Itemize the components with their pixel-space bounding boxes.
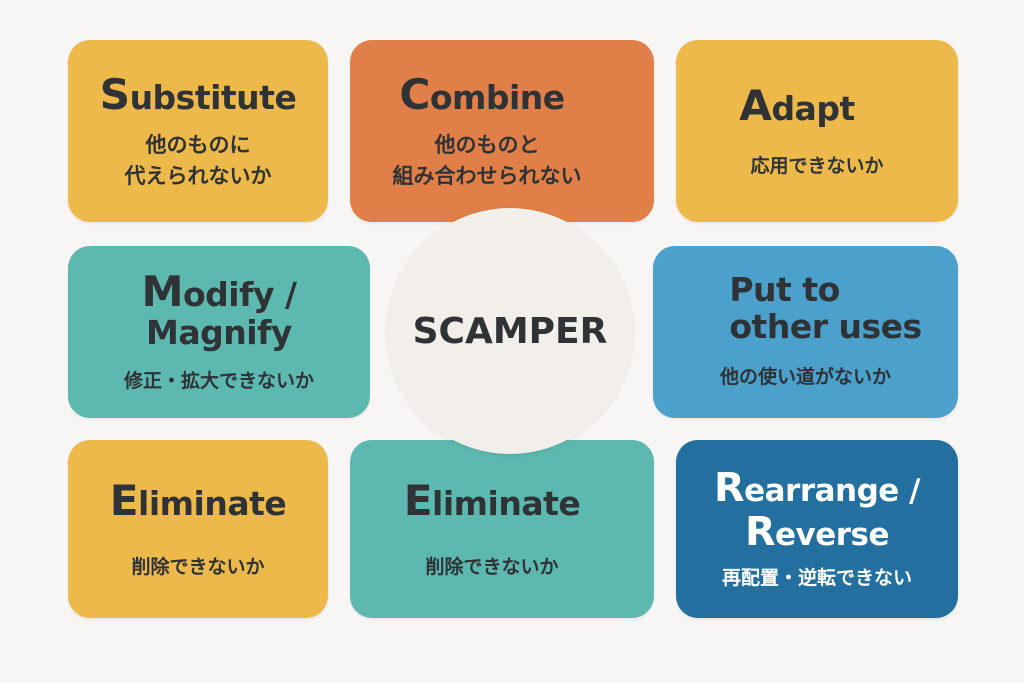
card-eliminate-2-title-rest: liminate [432,483,581,523]
card-reverse-initial: R [744,509,776,556]
card-rearrange-description: 再配置・逆転できない [721,566,912,589]
card-rearrange-title: Rearrange / Reverse [714,466,920,555]
center-label: SCAMPER [412,310,608,352]
card-modify-title-rest: odify / [183,275,297,315]
card-put-description: 他の使い道がないか [719,366,891,389]
card-eliminate-teal: Eliminate 削除できないか [350,440,654,618]
card-modify-title: Modify / Magnify [141,267,297,353]
card-substitute-title-rest: ubstitute [129,77,297,117]
card-modify-title-line1: Modify / [141,267,297,317]
card-substitute-initial: S [99,69,130,119]
center-circle: SCAMPER [387,208,633,454]
card-adapt-description: 応用できないか [750,154,884,177]
card-combine-description: 他のものと 組み合わせられない [392,133,582,188]
card-modify-initial: M [141,267,183,317]
card-eliminate-1-title-rest: liminate [138,483,287,523]
card-eliminate-yellow: Eliminate 削除できないか [68,440,328,618]
card-combine-title: Combine [399,69,565,119]
card-combine-initial: C [399,69,430,119]
card-put-title-line1: Put to [729,270,840,310]
card-rearrange-title-line1: Rearrange / [714,466,920,510]
card-eliminate-2-initial: E [403,475,433,525]
card-substitute-title: Substitute [100,71,297,118]
card-modify-description: 修正・拡大できないか [123,370,314,393]
card-combine: Combine 他のものと 組み合わせられない [350,40,654,222]
card-eliminate-1-description: 削除できないか [131,555,265,578]
card-modify-title-line2: Magnify [146,313,292,353]
card-substitute: Substitute 他のものに 代えられないか [68,40,328,222]
card-eliminate-1-initial: E [109,475,139,525]
card-combine-title-rest: ombine [429,77,565,117]
card-put-to-other-uses: Put to other uses 他の使い道がないか [653,246,958,418]
card-rearrange-reverse: Rearrange / Reverse 再配置・逆転できない [676,440,958,618]
card-rearrange-title-rest2: everse [775,517,890,554]
card-adapt-title: Adapt [739,80,855,130]
card-eliminate-1-title: Eliminate [109,475,287,525]
card-put-title: Put to other uses [729,270,922,347]
card-eliminate-2-title: Eliminate [403,475,581,525]
card-put-title-line2: other uses [729,307,922,347]
card-rearrange-initial: R [714,464,745,511]
card-adapt-title-rest: dapt [771,88,855,128]
card-eliminate-2-description: 削除できないか [425,555,559,578]
card-substitute-description: 他のものに 代えられないか [124,133,272,188]
card-rearrange-title-rest1: earrange / [744,472,920,509]
card-rearrange-title-line2: Reverse [714,510,920,554]
card-adapt-initial: A [739,80,772,130]
card-adapt: Adapt 応用できないか [676,40,958,222]
card-modify-magnify: Modify / Magnify 修正・拡大できないか [68,246,370,418]
